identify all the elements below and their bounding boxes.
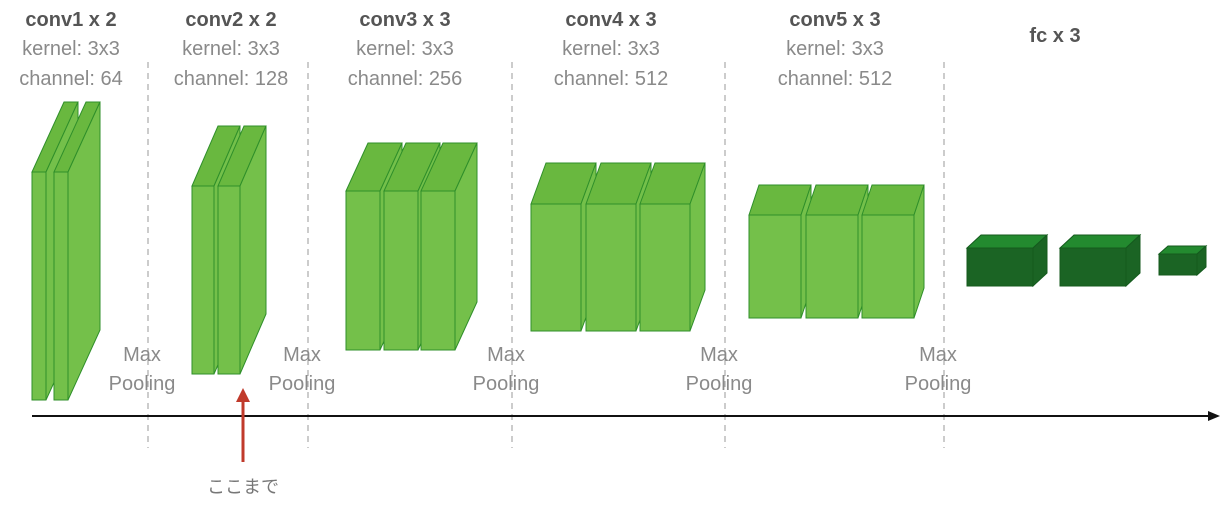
layer-header-fc: fc x 3	[945, 22, 1165, 50]
layer-kernel: kernel: 3x3	[786, 38, 884, 60]
conv2-slab-front	[217, 185, 241, 375]
layer-title: fc x 3	[1029, 25, 1081, 47]
layer-kernel: kernel: 3x3	[182, 38, 280, 60]
conv1-slab-front	[53, 171, 69, 401]
axis-arrowhead	[1208, 411, 1220, 421]
layer-header-conv5: conv5 x 3 kernel: 3x3 channel: 512	[725, 6, 945, 94]
marker-label: ここまで	[207, 477, 279, 497]
layer-title: conv1 x 2	[25, 9, 117, 31]
layer-channel: channel: 128	[173, 68, 289, 90]
conv5-slab-top	[748, 184, 812, 216]
max-pooling-label: Max Pooling	[685, 344, 753, 395]
layer-title: conv5 x 3	[789, 9, 881, 31]
max-pooling-label: Max Pooling	[268, 344, 336, 395]
layer-title: conv2 x 2	[185, 9, 277, 31]
max-pooling-label: Max Pooling	[904, 344, 972, 395]
conv4-slab-front	[639, 203, 691, 332]
marker-arrow-head	[236, 388, 250, 402]
fc-box-front	[1158, 253, 1198, 276]
conv5-slab-front	[861, 214, 915, 319]
conv1-slab-front	[31, 171, 47, 401]
layer-channel: channel: 512	[553, 68, 669, 90]
conv3-slab-front	[345, 190, 381, 351]
conv5-slab-top	[805, 184, 869, 216]
conv4-slab-front	[585, 203, 637, 332]
max-pooling-label: Max Pooling	[108, 344, 176, 395]
conv5-slab-top	[861, 184, 925, 216]
layer-title: conv4 x 3	[565, 9, 657, 31]
fc-box-front	[966, 247, 1034, 287]
conv5-slab-front	[805, 214, 859, 319]
conv4-slab-front	[530, 203, 582, 332]
layer-header-conv4: conv4 x 3 kernel: 3x3 channel: 512	[501, 6, 721, 94]
conv5-slab-front	[748, 214, 802, 319]
conv3-slab-front	[383, 190, 419, 351]
layer-header-conv3: conv3 x 3 kernel: 3x3 channel: 256	[295, 6, 515, 94]
layer-channel: channel: 256	[347, 68, 463, 90]
layer-channel: channel: 64	[19, 68, 123, 90]
conv2-slab-front	[191, 185, 215, 375]
layer-kernel: kernel: 3x3	[356, 38, 454, 60]
layer-title: conv3 x 3	[359, 9, 451, 31]
layer-channel: channel: 512	[777, 68, 893, 90]
max-pooling-label: Max Pooling	[472, 344, 540, 395]
layer-header-conv1: conv1 x 2 kernel: 3x3 channel: 64	[0, 6, 181, 94]
conv3-slab-front	[420, 190, 456, 351]
fc-box-front	[1059, 247, 1127, 287]
layer-kernel: kernel: 3x3	[22, 38, 120, 60]
layer-header-conv2: conv2 x 2 kernel: 3x3 channel: 128	[121, 6, 341, 94]
layer-kernel: kernel: 3x3	[562, 38, 660, 60]
